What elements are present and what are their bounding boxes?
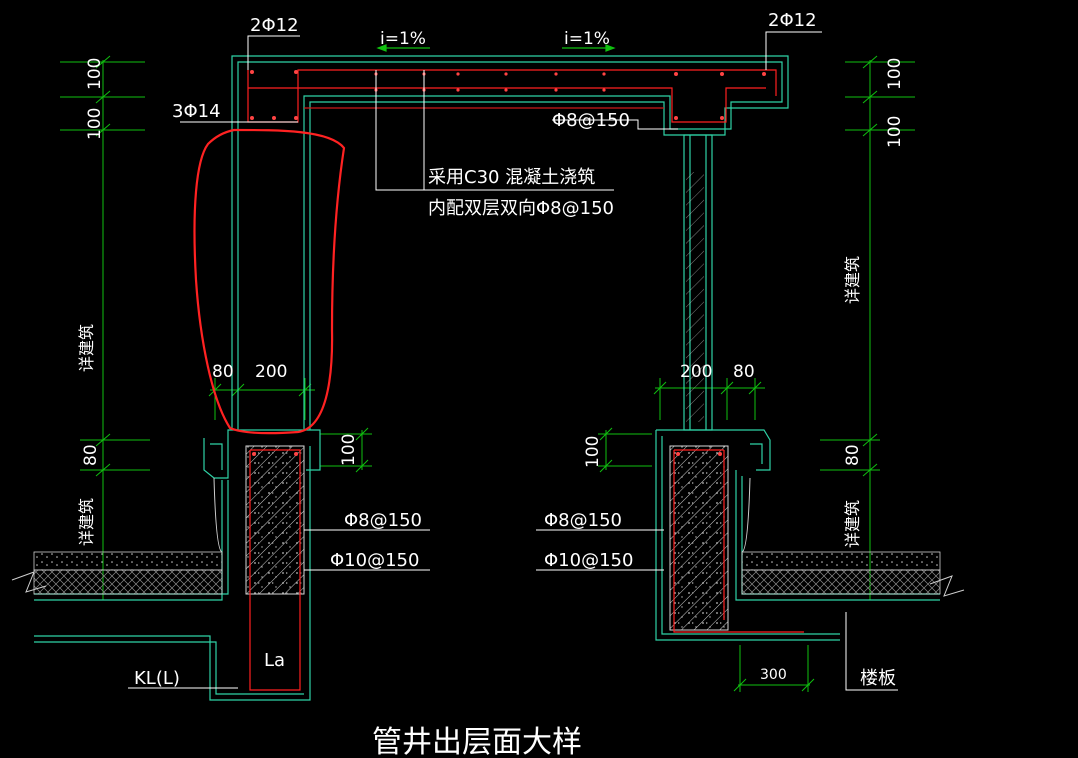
note-right-mid: 详建筑	[843, 256, 862, 304]
label-beam: KL(L)	[134, 668, 180, 689]
note-concrete-grade: 采用C30 混凝土浇筑	[428, 167, 595, 188]
dim-left-lower: 80	[81, 444, 101, 466]
note-right-low: 详建筑	[843, 500, 862, 548]
dim-left-wall-gap: 80	[212, 362, 234, 382]
rebar-lines	[247, 69, 804, 691]
dim-left-second: 100	[85, 108, 105, 140]
floor-layers	[11, 477, 965, 597]
concrete-notes: 采用C30 混凝土浇筑 内配双层双向Φ8@150	[428, 167, 614, 219]
slope-arrows	[376, 44, 616, 52]
vertical-notes: 详建筑 详建筑 详建筑 详建筑	[77, 256, 862, 548]
markup-circle	[193, 128, 346, 435]
dim-right-top: 100	[885, 58, 905, 90]
other-labels: La KL(L) 楼板	[134, 650, 896, 689]
drawing-title: 管井出层面大样	[372, 725, 582, 758]
label-floor-slab: 楼板	[860, 668, 896, 689]
rebar-callouts: 2Φ12 2Φ12 3Φ14 Φ8@150 Φ8@150 Φ10@150 Φ8@…	[172, 10, 817, 571]
label-wall-left-stirrup: Φ8@150	[344, 510, 422, 531]
label-top-right-rebar: 2Φ12	[768, 10, 817, 31]
label-beam-left-rebar: 3Φ14	[172, 101, 221, 122]
dim-bottom: 300	[760, 667, 787, 683]
concrete-sections	[245, 172, 729, 631]
dim-right-second: 100	[885, 116, 905, 148]
dim-right-lower: 80	[843, 444, 863, 466]
label-wall-right-bar: Φ10@150	[544, 550, 633, 571]
note-left-low: 详建筑	[77, 498, 96, 546]
label-wall-right-stirrup: Φ8@150	[544, 510, 622, 531]
dimension-lines	[60, 55, 915, 692]
dim-left-top: 100	[85, 58, 105, 90]
label-stirrup-top: Φ8@150	[552, 110, 630, 131]
dim-right-wall-gap: 80	[733, 362, 755, 382]
rebar-dots	[250, 70, 766, 456]
slope-labels: i=1% i=1%	[380, 29, 610, 49]
dim-left-curb: 100	[339, 434, 359, 466]
note-reinforcement: 内配双层双向Φ8@150	[428, 198, 614, 219]
dim-right-curb: 100	[583, 436, 603, 468]
leader-lines	[128, 31, 898, 691]
slope-label-right: i=1%	[564, 29, 610, 49]
label-anchor-length: La	[264, 650, 285, 671]
structure-outline	[34, 55, 940, 701]
dimension-texts: 100 100 100 100 80 200 200 80 100 100 80…	[81, 58, 905, 683]
label-wall-left-bar: Φ10@150	[330, 550, 419, 571]
dim-left-wall-thick: 200	[255, 362, 287, 382]
dim-right-wall-thick: 200	[680, 362, 712, 382]
label-top-left-rebar: 2Φ12	[250, 15, 299, 36]
slope-label-left: i=1%	[380, 29, 426, 49]
note-left-mid: 详建筑	[77, 324, 96, 372]
